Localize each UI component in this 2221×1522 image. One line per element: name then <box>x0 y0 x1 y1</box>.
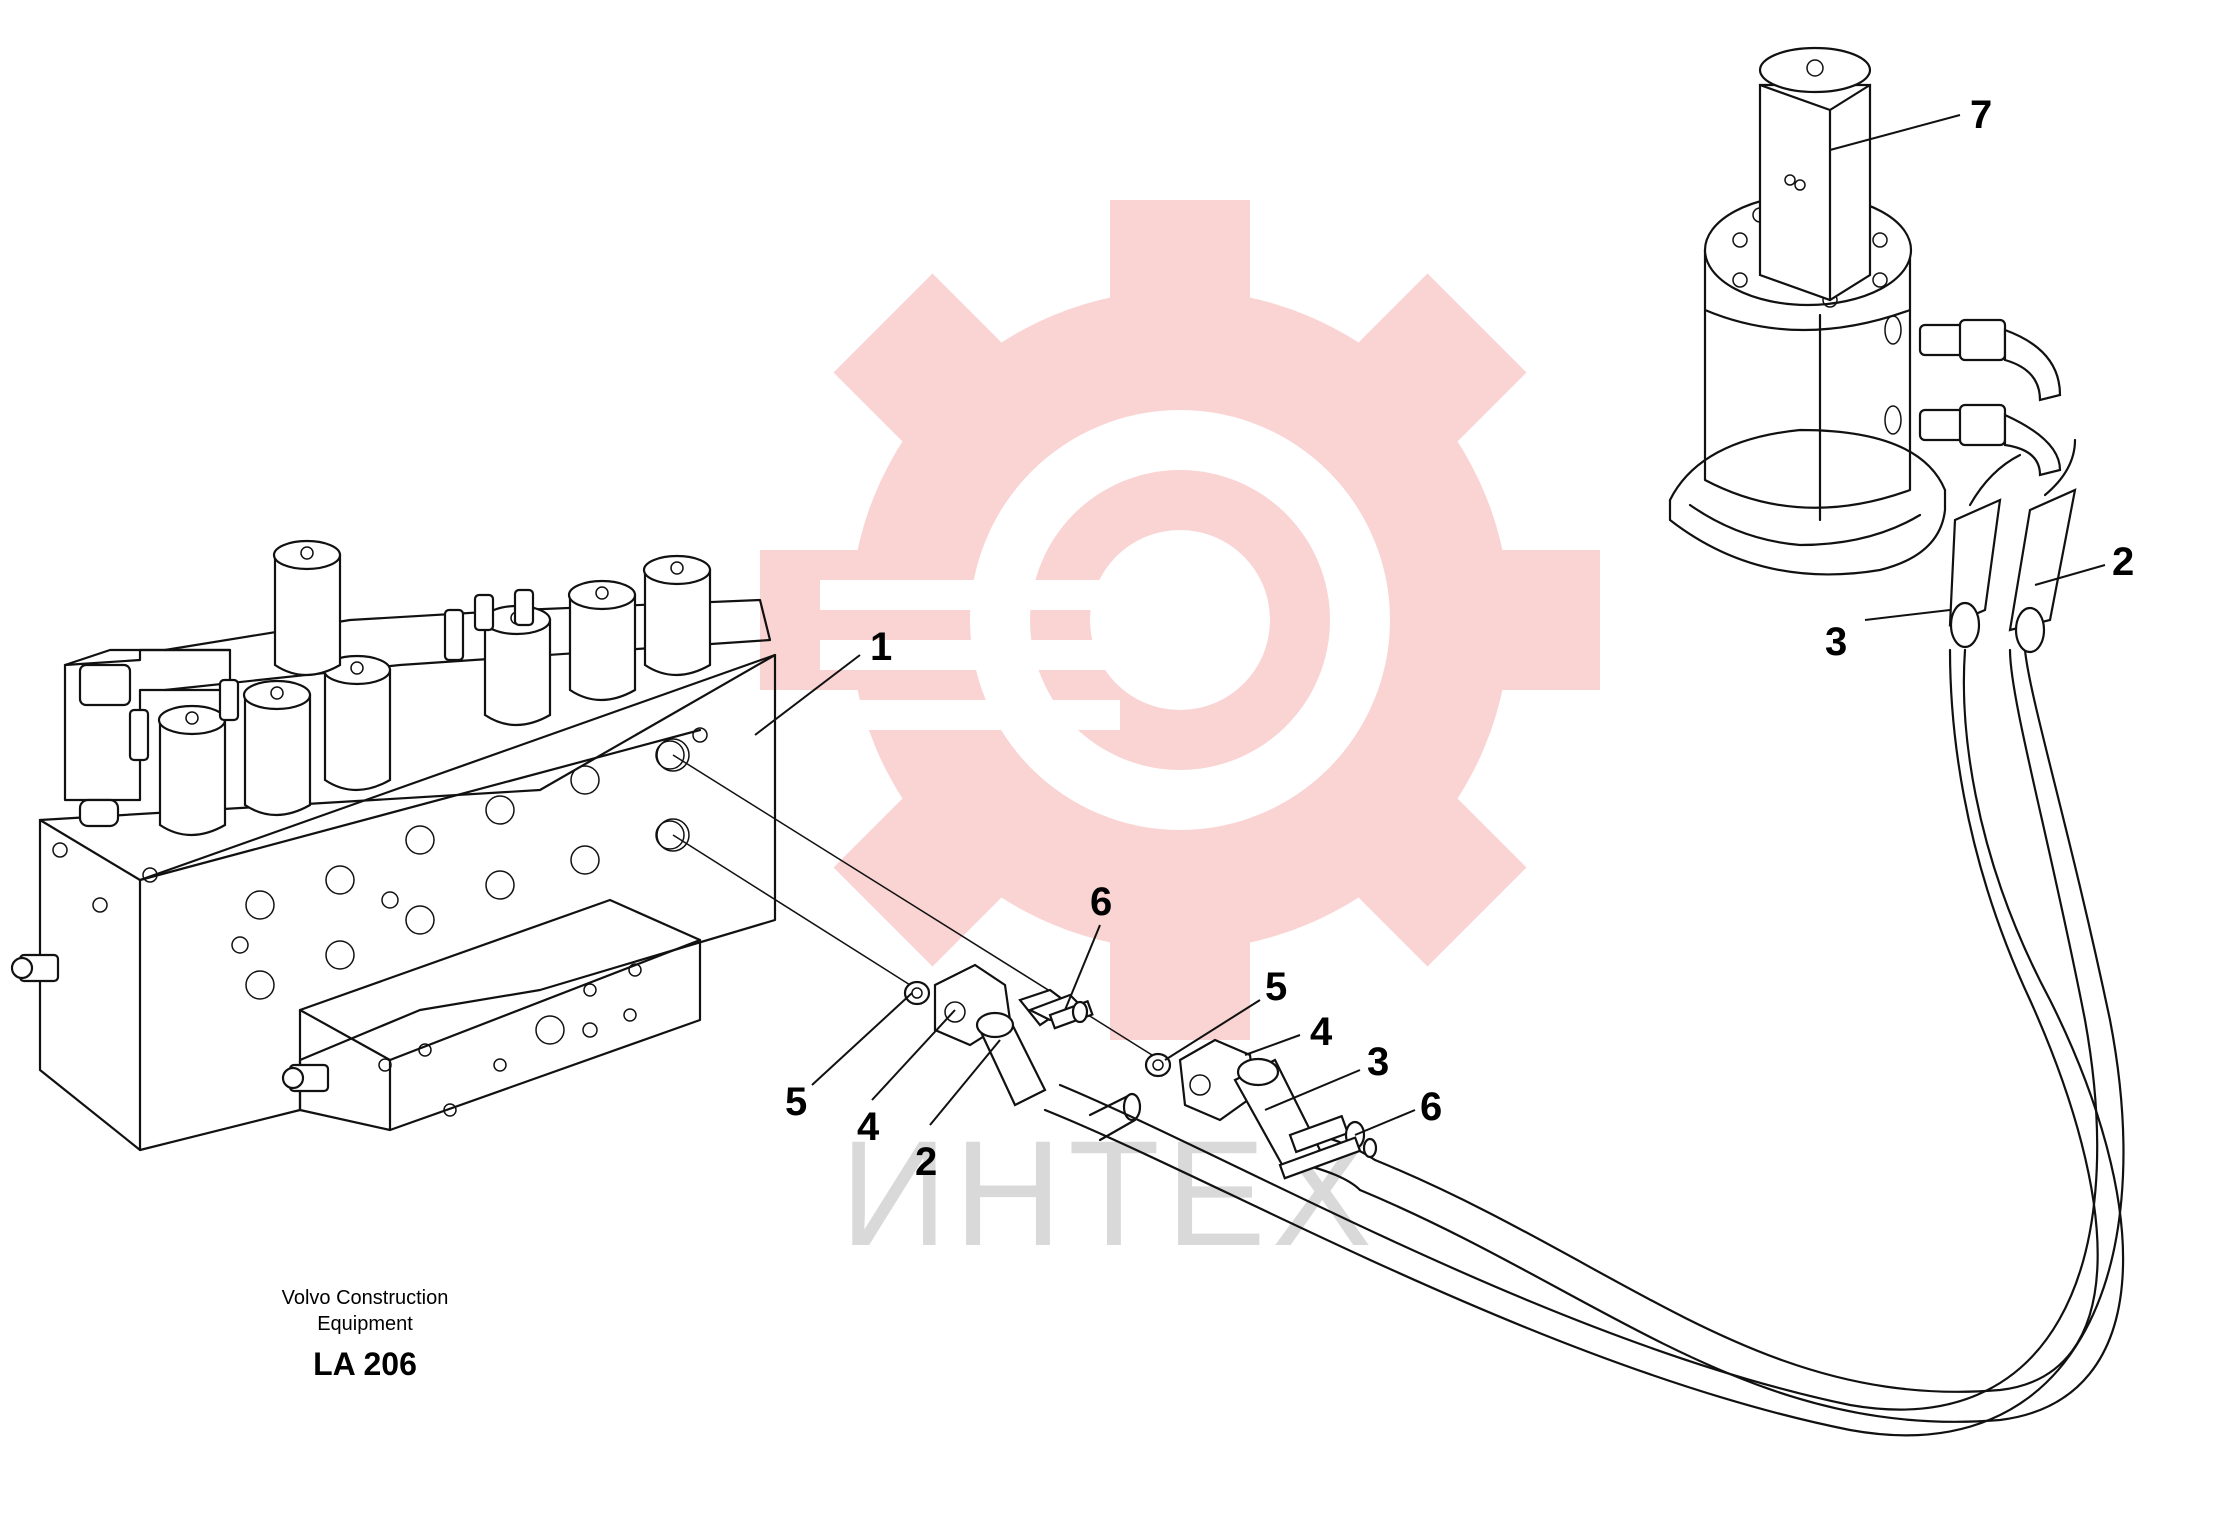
callout-6-upper: 6 <box>1420 1085 1442 1129</box>
callout-3-hose: 3 <box>1367 1040 1389 1084</box>
callout-3-rotator: 3 <box>1825 620 1847 664</box>
callout-1: 1 <box>870 625 892 669</box>
callout-4-upper: 4 <box>1310 1010 1333 1054</box>
control-valve-block <box>10 539 777 1152</box>
callout-5-lower: 5 <box>785 1080 807 1124</box>
fitting-group-lower <box>903 963 1094 1107</box>
caption: Volvo Construction Equipment LA 206 <box>282 1287 449 1382</box>
solenoid-coils <box>78 539 712 836</box>
watermark-gear-icon <box>760 200 1600 1040</box>
rotator <box>1668 46 2077 654</box>
callout-5-upper: 5 <box>1265 965 1287 1009</box>
leader-lines <box>754 114 2106 1136</box>
callout-2-rotator: 2 <box>2112 540 2134 584</box>
caption-code: LA 206 <box>313 1346 417 1382</box>
callout-7: 7 <box>1970 93 1992 137</box>
callouts: 1 2 2 3 3 4 4 5 5 6 6 7 <box>785 93 2134 1184</box>
callout-6-lower: 6 <box>1090 880 1112 924</box>
fitting-group-upper <box>1144 1038 1378 1180</box>
caption-line-2: Equipment <box>317 1313 413 1335</box>
callout-4-lower: 4 <box>857 1105 880 1149</box>
callout-2-hose: 2 <box>915 1140 937 1184</box>
caption-line-1: Volvo Construction <box>282 1287 449 1309</box>
